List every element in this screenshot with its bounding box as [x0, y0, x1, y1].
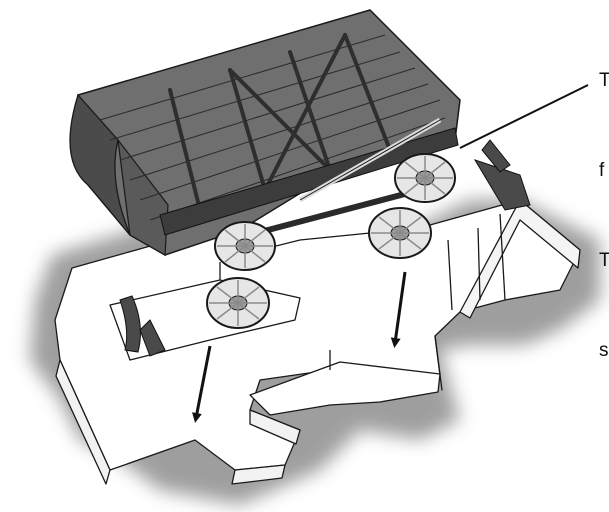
wheel — [206, 277, 270, 329]
down-arrow-center — [390, 271, 407, 348]
callout-line-2: f — [599, 160, 605, 181]
wheel — [214, 221, 276, 271]
callout-text: T f T s — [599, 6, 609, 396]
wheel — [368, 207, 432, 259]
wheel — [394, 153, 456, 203]
callout-leader-line — [459, 84, 589, 149]
down-arrow-left — [192, 345, 212, 423]
callout-line-1: T — [599, 70, 609, 91]
callout-line-3: T — [599, 250, 609, 271]
callout-line-4: s — [599, 340, 609, 361]
wagon-illustration — [69, 9, 531, 357]
